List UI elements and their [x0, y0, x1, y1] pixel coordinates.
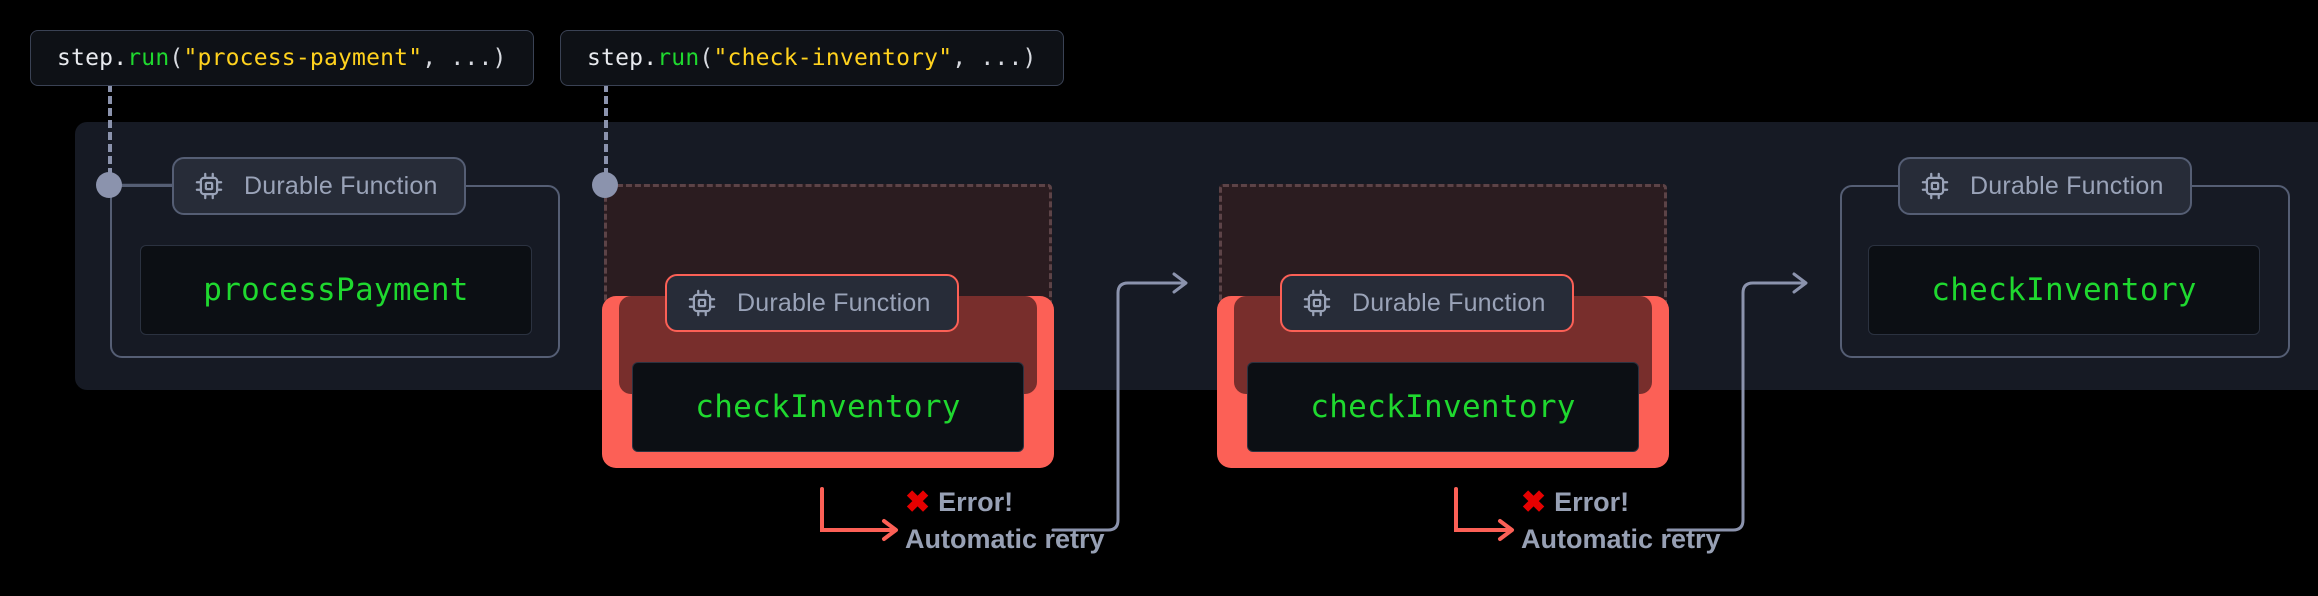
code-open-paren: (: [169, 45, 184, 71]
automatic-retry-label: Automatic retry: [905, 524, 1105, 554]
code-object: step.: [57, 45, 128, 71]
function-name: checkInventory: [695, 389, 961, 425]
durable-function-badge[interactable]: Durable Function: [172, 157, 466, 215]
durable-function-label: Durable Function: [1352, 288, 1546, 317]
durable-function-label: Durable Function: [1970, 171, 2164, 200]
function-name: processPayment: [203, 272, 469, 308]
code-string-arg: "check-inventory": [713, 45, 953, 71]
code-open-paren: (: [699, 45, 714, 71]
code-rest: , ...): [422, 45, 507, 71]
function-name: checkInventory: [1931, 272, 2197, 308]
dropper-line-check-inventory: [604, 84, 608, 188]
error-x-icon: ✖: [1521, 485, 1547, 519]
durable-function-badge[interactable]: Durable Function: [1898, 157, 2192, 215]
error-headline: ✖ Error!: [905, 487, 1105, 518]
function-name-box[interactable]: checkInventory: [1868, 245, 2260, 335]
error-label: Error!: [1554, 487, 1630, 517]
function-name-box[interactable]: checkInventory: [632, 362, 1024, 452]
durable-function-badge[interactable]: Durable Function: [665, 274, 959, 332]
cpu-chip-icon: [194, 171, 224, 201]
error-label: Error!: [938, 487, 1014, 517]
error-x-icon: ✖: [905, 485, 931, 519]
function-name: checkInventory: [1310, 389, 1576, 425]
code-method: run: [127, 45, 170, 71]
cpu-chip-icon: [687, 288, 717, 318]
code-rest: , ...): [952, 45, 1037, 71]
dropper-line-process-payment: [108, 84, 112, 188]
function-name-box[interactable]: processPayment: [140, 245, 532, 335]
cpu-chip-icon: [1302, 288, 1332, 318]
code-label-check-inventory[interactable]: step.run("check-inventory", ...): [560, 30, 1064, 86]
code-string-arg: "process-payment": [183, 45, 423, 71]
code-label-process-payment[interactable]: step.run("process-payment", ...): [30, 30, 534, 86]
error-headline: ✖ Error!: [1521, 487, 1721, 518]
code-method: run: [657, 45, 700, 71]
durable-function-label: Durable Function: [244, 171, 438, 200]
error-arrow-2: [1454, 487, 1513, 532]
connector-dot-check-inventory: [592, 172, 618, 198]
automatic-retry-label: Automatic retry: [1521, 524, 1721, 554]
cpu-chip-icon: [1920, 171, 1950, 201]
error-note-1: ✖ Error! Automatic retry: [905, 487, 1105, 555]
error-note-2: ✖ Error! Automatic retry: [1521, 487, 1721, 555]
durable-function-badge[interactable]: Durable Function: [1280, 274, 1574, 332]
connector-dot-process-payment: [96, 172, 122, 198]
error-arrow-1: [820, 487, 897, 532]
code-object: step.: [587, 45, 658, 71]
durable-function-label: Durable Function: [737, 288, 931, 317]
function-name-box[interactable]: checkInventory: [1247, 362, 1639, 452]
